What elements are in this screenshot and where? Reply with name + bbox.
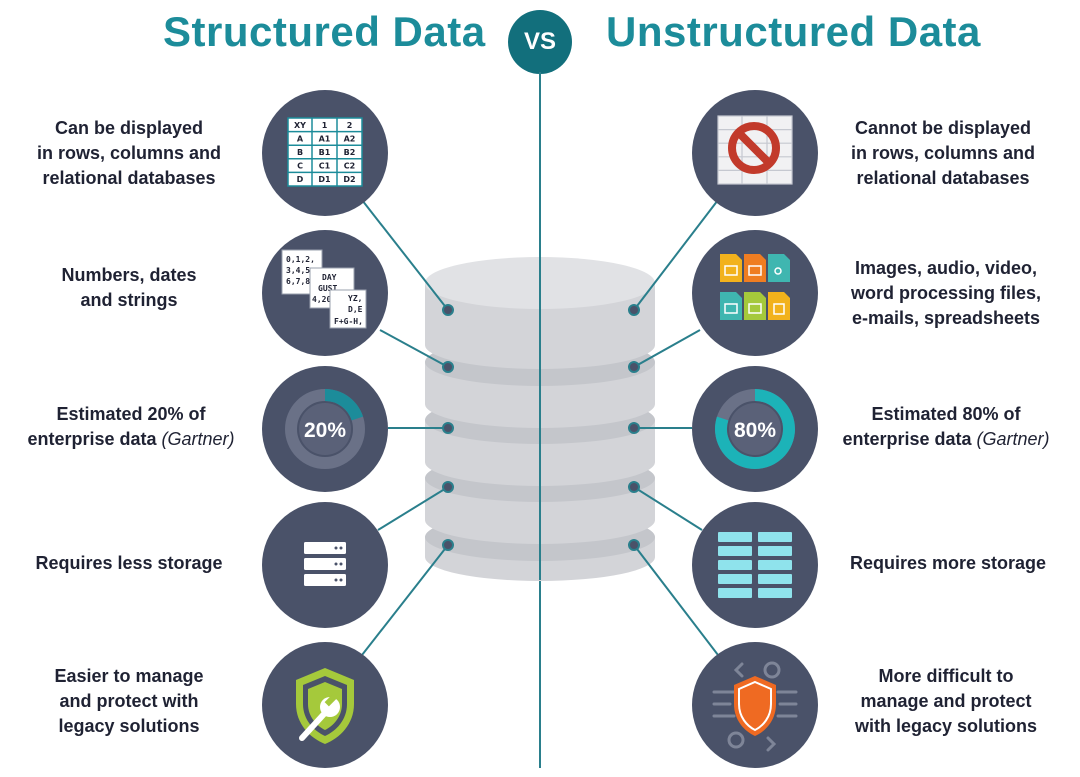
svg-text:D1: D1 <box>318 175 331 184</box>
svg-text:20%: 20% <box>304 419 346 442</box>
svg-text:6,7,8,: 6,7,8, <box>286 277 315 286</box>
donut-20-icon: 20% <box>262 366 388 492</box>
svg-text:80%: 80% <box>734 419 776 442</box>
data-cards-icon: 0,1,2, 3,4,5, 6,7,8, DAY GUST 4,2025 YZ, D,E F… <box>262 230 388 356</box>
svg-text:C1: C1 <box>319 162 331 171</box>
svg-text:GUST: GUST <box>318 284 337 293</box>
unstructured-title: Unstructured Data <box>606 8 981 55</box>
svg-text:A1: A1 <box>319 135 331 144</box>
table-grid-icon: XY 1 2 A A1 A2 B B1 B2 C C1 C2 D D1 D2 <box>262 90 388 216</box>
svg-text:1: 1 <box>322 121 328 130</box>
shield-wrench-icon <box>262 642 388 768</box>
svg-text:A: A <box>297 135 304 144</box>
svg-text:F+G-H,: F+G-H, <box>334 317 363 326</box>
svg-text:D2: D2 <box>343 175 355 184</box>
file-types-icon <box>692 230 818 356</box>
svg-text:D: D <box>297 175 304 184</box>
structured-label-3: Estimated 20% of enterprise data (Gartne… <box>27 404 235 449</box>
svg-text:B: B <box>297 148 303 157</box>
unstructured-label-4: Requires more storage <box>849 553 1047 573</box>
svg-text:D,E: D,E <box>348 305 363 314</box>
svg-text:B1: B1 <box>319 148 331 157</box>
svg-text:DAY: DAY <box>322 273 337 282</box>
unstructured-label-3: Estimated 80% of enterprise data (Gartne… <box>842 404 1050 449</box>
structured-label-4: Requires less storage <box>35 553 223 573</box>
shield-tools-icon <box>692 642 818 768</box>
structured-title: Structured Data <box>163 8 486 55</box>
svg-text:B2: B2 <box>344 148 356 157</box>
prohibited-table-icon <box>692 90 818 216</box>
svg-text:0,1,2,: 0,1,2, <box>286 255 315 264</box>
vs-badge: VS <box>508 10 572 74</box>
small-server-icon <box>262 502 388 628</box>
svg-text:A2: A2 <box>344 135 356 144</box>
svg-text:C: C <box>297 162 303 171</box>
svg-text:3,4,5,: 3,4,5, <box>286 266 315 275</box>
svg-text:2: 2 <box>347 121 353 130</box>
large-server-icon <box>692 502 818 628</box>
svg-text:XY: XY <box>294 121 306 130</box>
unstructured-label-2: Images, audio, video,word processing fil… <box>850 258 1042 328</box>
svg-text:4,2025: 4,2025 <box>312 295 341 304</box>
svg-text:C2: C2 <box>344 162 355 171</box>
svg-text:YZ,: YZ, <box>348 294 362 303</box>
donut-80-icon: 80% <box>692 366 818 492</box>
